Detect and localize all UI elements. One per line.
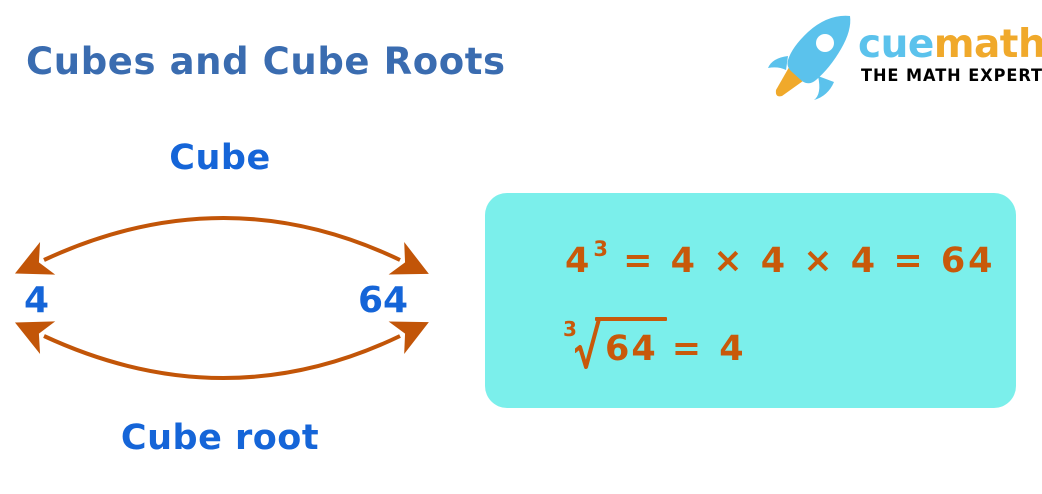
cube-root-radical-icon: 3 64: [563, 315, 667, 371]
rocket-icon: [768, 15, 851, 100]
diagram-arrows: [14, 216, 429, 380]
logo-word-math: math: [933, 22, 1042, 67]
diagram-value-left: 4: [24, 280, 50, 321]
cuemath-logo: cuemath THE MATH EXPERT: [762, 12, 1042, 100]
formula-cube-root-rest: = 4: [671, 329, 747, 369]
page-title: Cubes and Cube Roots: [26, 40, 506, 83]
formula-exponent: 3: [593, 237, 608, 261]
formula-rest: = 4 × 4 × 4 = 64: [623, 241, 996, 281]
arrow-cube: [14, 216, 429, 275]
radical-sign-icon: [575, 317, 601, 369]
diagram-label-cube-root: Cube root: [120, 418, 320, 458]
cube-cuberoot-diagram: Cube 4 64 Cube root: [0, 128, 460, 473]
diagram-label-cube: Cube: [169, 138, 271, 178]
formula-card: 43 = 4 × 4 × 4 = 64 3 64 = 4: [485, 193, 1016, 408]
arrow-cube-root: [14, 321, 429, 380]
logo-tagline: THE MATH EXPERT: [861, 66, 1042, 86]
logo-word-cue: cue: [858, 22, 934, 67]
formula-base: 4: [565, 241, 593, 281]
formula-cube-root: 3 64 = 4: [563, 315, 747, 377]
diagram-value-right: 64: [358, 280, 409, 321]
logo-wordmark: cuemath: [858, 24, 1042, 66]
formula-cube-expansion: 43 = 4 × 4 × 4 = 64: [565, 237, 996, 281]
radical-vinculum: [595, 317, 667, 321]
radical-radicand: 64: [605, 329, 658, 369]
radical-index: 3: [563, 317, 577, 341]
